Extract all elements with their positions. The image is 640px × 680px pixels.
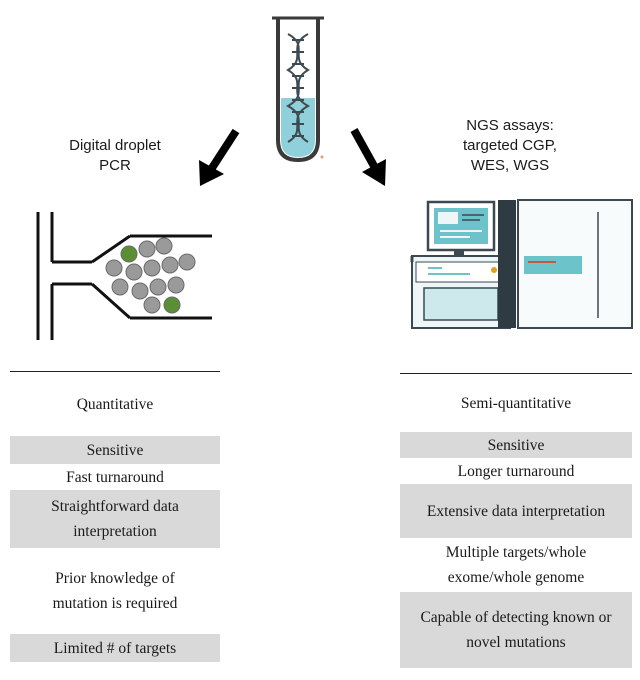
table-row: Fast turnaround bbox=[10, 464, 220, 490]
ngs-label: NGS assays: targeted CGP, WES, WGS bbox=[430, 116, 590, 176]
sequencer-machine-icon bbox=[410, 199, 633, 329]
ddpcr-features-table: Quantitative Sensitive Fast turnaround S… bbox=[10, 371, 220, 662]
table-row: Extensive data interpretation bbox=[400, 484, 632, 538]
table-row: Longer turnaround bbox=[400, 458, 632, 484]
ngs-label-line: NGS assays: bbox=[466, 117, 554, 134]
arrow-down-left-icon bbox=[199, 128, 240, 186]
ngs-features-table: Semi-quantitative Sensitive Longer turna… bbox=[400, 373, 632, 668]
ddpcr-label: Digital droplet PCR bbox=[40, 136, 190, 176]
ngs-label-line: targeted CGP, bbox=[463, 137, 557, 154]
droplet-chip-icon bbox=[36, 212, 212, 340]
table-row: Straightforward data interpretation bbox=[10, 490, 220, 548]
dna-helix-icon bbox=[285, 33, 311, 143]
ddpcr-label-line: Digital droplet bbox=[69, 137, 161, 154]
table-row: Quantitative bbox=[10, 372, 220, 436]
test-tube-icon bbox=[272, 16, 324, 163]
ddpcr-label-line: PCR bbox=[99, 157, 131, 174]
table-row: Sensitive bbox=[400, 432, 632, 458]
table-row: Capable of detecting known or novel muta… bbox=[400, 592, 632, 668]
ngs-label-line: WES, WGS bbox=[470, 157, 550, 174]
table-row: Sensitive bbox=[10, 436, 220, 464]
table-row: Semi-quantitative bbox=[400, 374, 632, 432]
table-row: Prior knowledge of mutation is required bbox=[10, 548, 220, 634]
table-row: Multiple targets/whole exome/whole genom… bbox=[400, 538, 632, 592]
table-row: Limited # of targets bbox=[10, 634, 220, 662]
arrow-down-right-icon bbox=[350, 128, 386, 186]
